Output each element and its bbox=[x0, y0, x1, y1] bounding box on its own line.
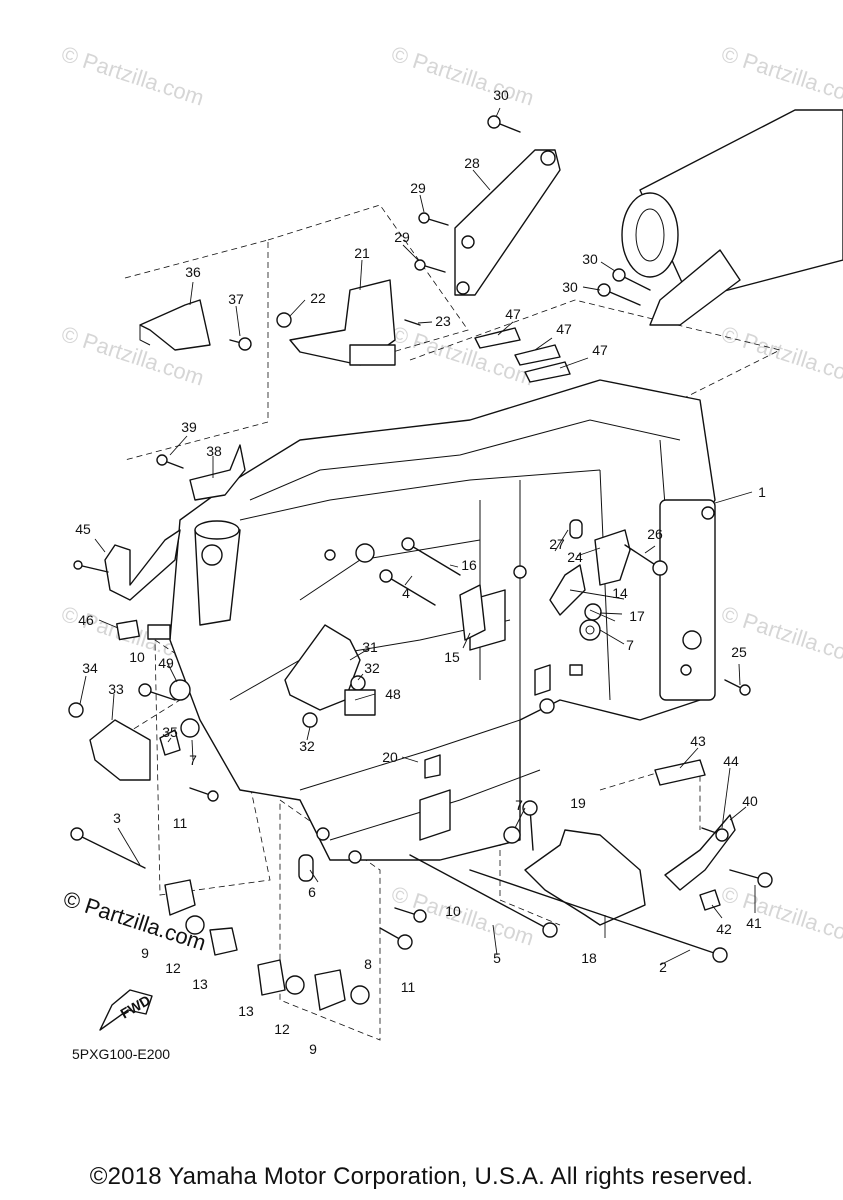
callout-36: 36 bbox=[185, 264, 201, 280]
forward-arrow: FWD bbox=[99, 989, 153, 1031]
callout-22: 22 bbox=[310, 290, 326, 306]
callout-9: 9 bbox=[141, 945, 149, 961]
callout-47: 47 bbox=[505, 306, 521, 322]
stay-arm bbox=[454, 149, 561, 296]
callout-12: 12 bbox=[274, 1021, 290, 1037]
watermark: © Partzilla.com bbox=[718, 321, 843, 391]
callout-1: 1 bbox=[758, 484, 766, 500]
callout-30: 30 bbox=[562, 279, 578, 295]
callout-30: 30 bbox=[493, 87, 509, 103]
callout-11: 11 bbox=[401, 979, 416, 995]
callout-13: 13 bbox=[238, 1003, 254, 1019]
callout-40: 40 bbox=[742, 793, 758, 809]
callout-11: 11 bbox=[173, 815, 188, 831]
callout-32: 32 bbox=[299, 738, 315, 754]
callout-8: 8 bbox=[364, 956, 372, 972]
nuts-collars bbox=[116, 519, 721, 1005]
callout-49: 49 bbox=[158, 655, 174, 671]
callout-4: 4 bbox=[402, 585, 410, 601]
callout-3: 3 bbox=[113, 810, 121, 826]
callout-13: 13 bbox=[192, 976, 208, 992]
callout-34: 34 bbox=[82, 660, 98, 676]
callout-labels: 1234567778991010111112121313141516171819… bbox=[75, 87, 766, 1057]
callout-46: 46 bbox=[78, 612, 94, 628]
callout-26: 26 bbox=[647, 526, 663, 542]
watermark: © Partzilla.com bbox=[388, 41, 537, 111]
callout-10: 10 bbox=[445, 903, 461, 919]
callout-25: 25 bbox=[731, 644, 747, 660]
callout-35: 35 bbox=[162, 724, 178, 740]
callout-33: 33 bbox=[108, 681, 124, 697]
bracket-18 bbox=[524, 829, 646, 926]
callout-48: 48 bbox=[385, 686, 401, 702]
callout-15: 15 bbox=[444, 649, 460, 665]
callout-29: 29 bbox=[410, 180, 426, 196]
callout-19: 19 bbox=[570, 795, 586, 811]
callout-20: 20 bbox=[382, 749, 398, 765]
callout-30: 30 bbox=[582, 251, 598, 267]
callout-9: 9 bbox=[309, 1041, 317, 1057]
callout-43: 43 bbox=[690, 733, 706, 749]
callout-37: 37 bbox=[228, 291, 244, 307]
copyright-notice: ©2018 Yamaha Motor Corporation, U.S.A. A… bbox=[89, 1163, 754, 1190]
frame-exploded-view: © Partzilla.com © Partzilla.com © Partzill… bbox=[58, 41, 843, 1057]
bracket-24 bbox=[594, 529, 631, 586]
callout-14: 14 bbox=[612, 585, 628, 601]
callout-16: 16 bbox=[461, 557, 477, 573]
leader-lines bbox=[79, 107, 756, 966]
bracket-43 bbox=[654, 759, 706, 786]
bracket-9-lower bbox=[314, 969, 346, 1011]
callout-18: 18 bbox=[581, 950, 597, 966]
bracket-14 bbox=[549, 564, 586, 616]
bracket-assy bbox=[289, 279, 396, 366]
callout-32: 32 bbox=[364, 660, 380, 676]
callout-47: 47 bbox=[556, 321, 572, 337]
bracket-36 bbox=[139, 299, 211, 351]
callout-42: 42 bbox=[716, 921, 732, 937]
watermark: © Partzilla.com bbox=[718, 881, 843, 951]
bolt-heads bbox=[68, 115, 773, 963]
callout-7: 7 bbox=[189, 752, 197, 768]
callout-12: 12 bbox=[165, 960, 181, 976]
diagram-code: 5PXG100-E200 bbox=[72, 1046, 171, 1062]
watermark: © Partzilla.com bbox=[58, 41, 207, 111]
callout-17: 17 bbox=[629, 608, 645, 624]
callout-47: 47 bbox=[592, 342, 608, 358]
callout-44: 44 bbox=[723, 753, 739, 769]
callout-28: 28 bbox=[464, 155, 480, 171]
callout-38: 38 bbox=[206, 443, 222, 459]
callout-21: 21 bbox=[354, 245, 370, 261]
bracket-9-upper bbox=[164, 879, 196, 916]
cover-33 bbox=[89, 719, 151, 781]
callout-23: 23 bbox=[435, 313, 451, 329]
callout-2: 2 bbox=[659, 959, 667, 975]
callout-6: 6 bbox=[308, 884, 316, 900]
label-plates bbox=[474, 327, 571, 383]
main-frame bbox=[169, 379, 716, 864]
watermark: © Partzilla.com bbox=[718, 601, 843, 671]
callout-45: 45 bbox=[75, 521, 91, 537]
callout-5: 5 bbox=[493, 950, 501, 966]
callout-10: 10 bbox=[129, 649, 145, 665]
watermark: © Partzilla.com bbox=[718, 41, 843, 111]
callout-39: 39 bbox=[181, 419, 197, 435]
muffler bbox=[621, 109, 843, 326]
bracket-45 bbox=[104, 529, 181, 601]
callout-7: 7 bbox=[515, 797, 523, 813]
callout-29: 29 bbox=[394, 229, 410, 245]
callout-7: 7 bbox=[626, 637, 634, 653]
callout-41: 41 bbox=[746, 915, 762, 931]
callout-31: 31 bbox=[362, 639, 378, 655]
bracket-38 bbox=[189, 444, 246, 501]
bracket-15 bbox=[459, 584, 486, 641]
callout-27: 27 bbox=[549, 536, 565, 552]
callout-24: 24 bbox=[567, 549, 583, 565]
